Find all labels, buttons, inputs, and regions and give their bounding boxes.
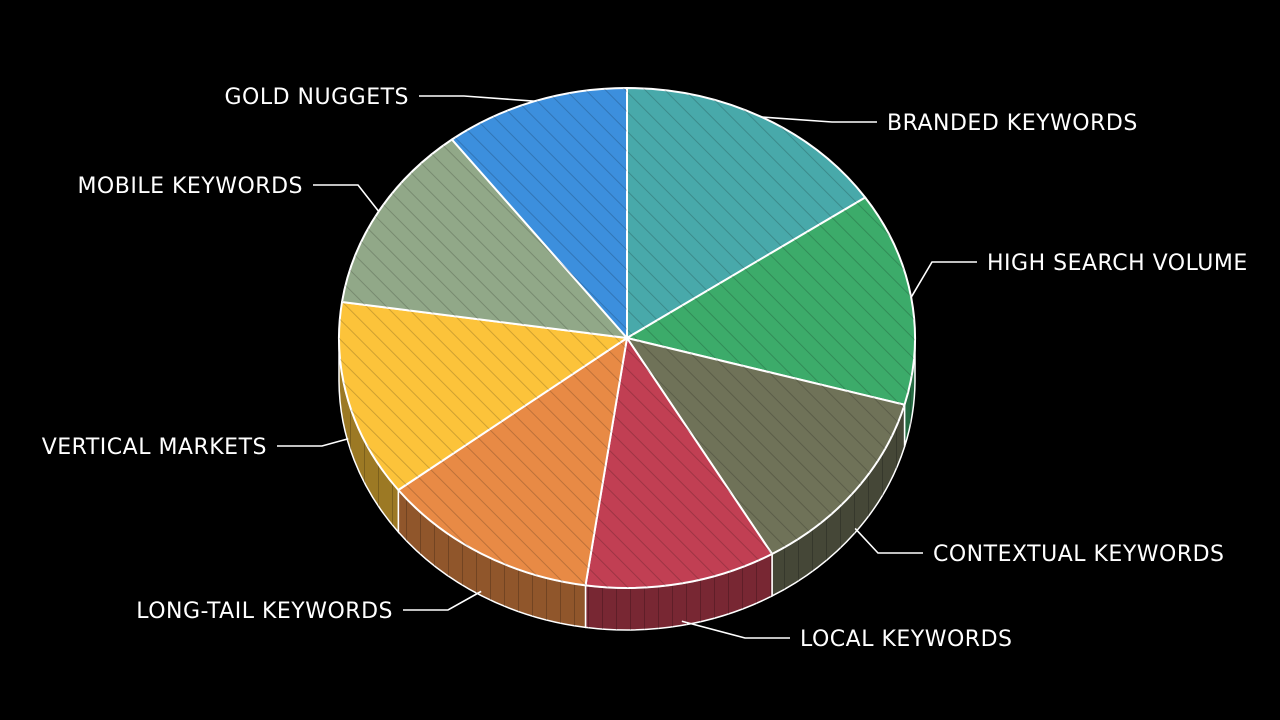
slice-label-4: LONG-TAIL KEYWORDS <box>136 599 393 624</box>
pie-slice-hatch-1 <box>627 197 915 405</box>
slice-label-0: BRANDED KEYWORDS <box>887 111 1138 136</box>
pie-top <box>338 87 916 589</box>
slice-side-ribs-4 <box>398 489 586 628</box>
pie-slice-hatch-3 <box>585 338 773 588</box>
slice-side-ribs-2 <box>772 404 905 596</box>
pie-slice-hatch-7 <box>451 88 627 338</box>
pie-slice-hatch-0 <box>627 88 866 338</box>
leader-line-0 <box>761 116 877 123</box>
slice-label-1: HIGH SEARCH VOLUME <box>987 251 1248 276</box>
leader-line-6 <box>313 184 380 212</box>
slice-side-ribs-1 <box>904 338 915 447</box>
slice-label-2: CONTEXTUAL KEYWORDS <box>933 542 1225 567</box>
slice-label-6: MOBILE KEYWORDS <box>77 174 303 199</box>
leader-line-5 <box>277 437 349 447</box>
slice-side-ribs-5 <box>339 338 399 532</box>
leader-line-3 <box>681 620 790 639</box>
slice-labels: BRANDED KEYWORDS HIGH SEARCH VOLUME CONTEX… <box>42 85 1248 652</box>
leader-line-1 <box>910 261 977 298</box>
leader-line-4 <box>403 590 482 611</box>
slice-label-5: VERTICAL MARKETS <box>42 435 267 460</box>
pie-slice-hatch-2 <box>627 338 905 554</box>
slice-label-7: GOLD NUGGETS <box>224 85 409 110</box>
pie-slice-hatch-4 <box>398 338 627 586</box>
slice-label-3: LOCAL KEYWORDS <box>800 627 1012 652</box>
leader-line-7 <box>419 95 535 103</box>
pie-slice-hatch-5 <box>338 301 627 490</box>
leader-line-2 <box>854 527 923 554</box>
pie-slice-hatch-6 <box>342 139 627 338</box>
